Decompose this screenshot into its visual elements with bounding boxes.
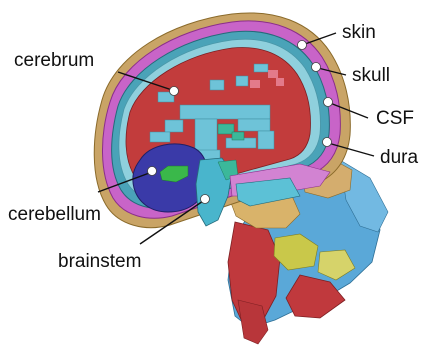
dot-csf (324, 98, 333, 107)
dot-skin (298, 41, 307, 50)
dot-skull (312, 63, 321, 72)
label-dura: dura (380, 147, 418, 168)
label-brainstem: brainstem (58, 251, 141, 272)
label-cerebrum: cerebrum (14, 50, 94, 71)
label-csf: CSF (376, 108, 414, 129)
dot-cerebrum (170, 87, 179, 96)
label-skin: skin (342, 22, 376, 43)
label-cerebellum: cerebellum (8, 204, 101, 225)
label-skull: skull (352, 65, 390, 86)
dot-cerebellum (148, 167, 157, 176)
dot-brainstem (201, 195, 210, 204)
dot-dura (323, 138, 332, 147)
